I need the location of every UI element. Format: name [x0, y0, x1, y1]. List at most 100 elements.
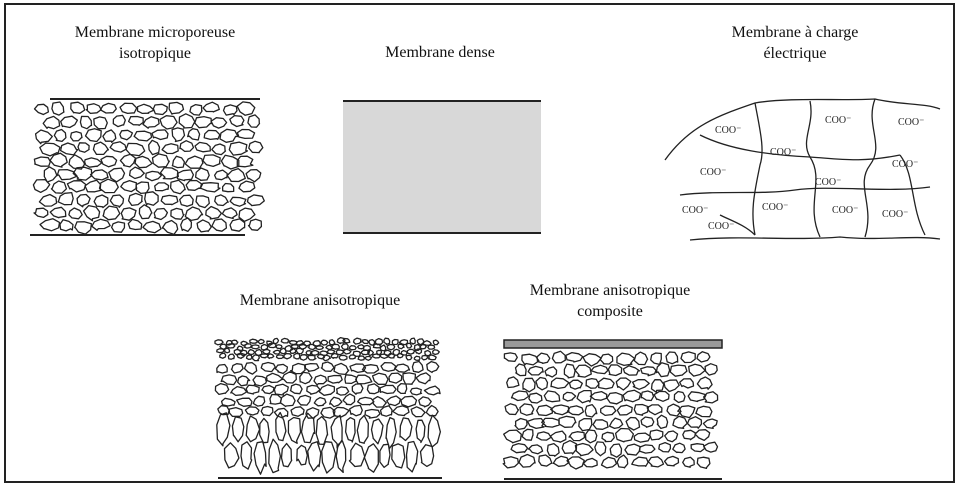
pore	[633, 380, 650, 390]
pore	[225, 443, 239, 468]
pore	[237, 102, 255, 115]
pore	[211, 118, 227, 128]
pore	[51, 181, 66, 193]
pore	[387, 396, 401, 406]
pore	[398, 384, 407, 394]
pore	[71, 102, 85, 113]
pore	[263, 350, 270, 355]
charge-label: COO⁻	[715, 125, 741, 136]
dense-membrane-title: Membrane dense	[330, 42, 550, 63]
pore	[86, 104, 101, 114]
pore	[112, 222, 125, 232]
pore	[91, 170, 109, 180]
pore	[384, 338, 390, 344]
pore	[215, 195, 229, 206]
pore	[397, 354, 403, 358]
pore	[421, 445, 434, 467]
pore	[281, 338, 289, 343]
anisotropic-title: Membrane anisotropique	[190, 290, 450, 311]
pore	[43, 116, 59, 128]
pore	[262, 386, 274, 394]
pore	[422, 356, 428, 360]
pore	[266, 373, 283, 382]
pore	[220, 353, 226, 358]
pore	[689, 364, 706, 376]
pore	[138, 104, 155, 113]
pore	[352, 384, 363, 394]
pore	[536, 378, 548, 390]
pore	[113, 115, 125, 126]
charged-membrane-drawing: COO⁻ COO⁻ COO⁻ COO⁻ COO⁻ COO⁻ COO⁻ COO⁻ …	[660, 95, 945, 245]
pore	[52, 102, 64, 115]
pore	[703, 419, 717, 428]
pore	[80, 116, 91, 128]
charge-label: COO⁻	[825, 115, 851, 126]
pore	[93, 142, 108, 154]
pore	[373, 344, 380, 348]
pore	[308, 355, 316, 360]
pore	[71, 132, 82, 141]
pore	[652, 380, 664, 393]
pore	[552, 351, 565, 363]
pore	[120, 130, 133, 140]
pore	[39, 195, 56, 207]
pore	[103, 206, 120, 220]
pore	[60, 220, 73, 231]
pore	[86, 129, 102, 142]
pore	[230, 116, 244, 127]
pore	[92, 219, 110, 230]
pore	[40, 219, 60, 231]
pore	[221, 375, 237, 385]
pore	[537, 405, 553, 415]
pore	[54, 130, 66, 142]
pore	[134, 131, 152, 141]
pore	[562, 441, 576, 454]
pore	[365, 410, 380, 419]
pore	[520, 404, 534, 415]
pore	[650, 430, 663, 440]
pore	[570, 380, 583, 389]
pore	[326, 345, 332, 349]
pore	[407, 343, 412, 348]
pore	[625, 444, 640, 455]
pore	[428, 345, 435, 349]
charged-strand-4	[700, 135, 900, 160]
pore	[228, 354, 234, 359]
pore	[567, 406, 583, 415]
pore	[75, 222, 92, 234]
pore	[58, 193, 73, 205]
pore	[395, 364, 410, 372]
pore	[179, 114, 195, 128]
composite-title-line2: composite	[470, 301, 750, 322]
pore	[227, 344, 235, 348]
pore	[505, 404, 518, 415]
pore	[291, 407, 304, 417]
pore	[229, 142, 247, 155]
pore	[261, 363, 276, 372]
pore	[149, 140, 160, 154]
pore	[392, 444, 405, 468]
pore	[407, 442, 418, 472]
pore	[84, 158, 102, 167]
charge-label: COO⁻	[708, 221, 734, 232]
pore	[50, 207, 66, 217]
pore	[617, 455, 628, 468]
pore	[139, 205, 152, 219]
pore	[511, 444, 527, 453]
pore	[334, 363, 349, 374]
pore	[337, 387, 349, 395]
pore	[357, 415, 368, 443]
pore	[288, 418, 300, 444]
pore	[172, 128, 184, 142]
pore	[160, 168, 178, 179]
pore	[195, 142, 210, 151]
pore	[128, 219, 141, 229]
pore	[232, 417, 243, 442]
pore	[590, 392, 607, 401]
pore	[314, 398, 326, 406]
pore	[100, 103, 116, 113]
pore	[414, 356, 420, 360]
pore	[275, 364, 287, 373]
pore	[316, 417, 327, 445]
pore	[223, 184, 234, 192]
